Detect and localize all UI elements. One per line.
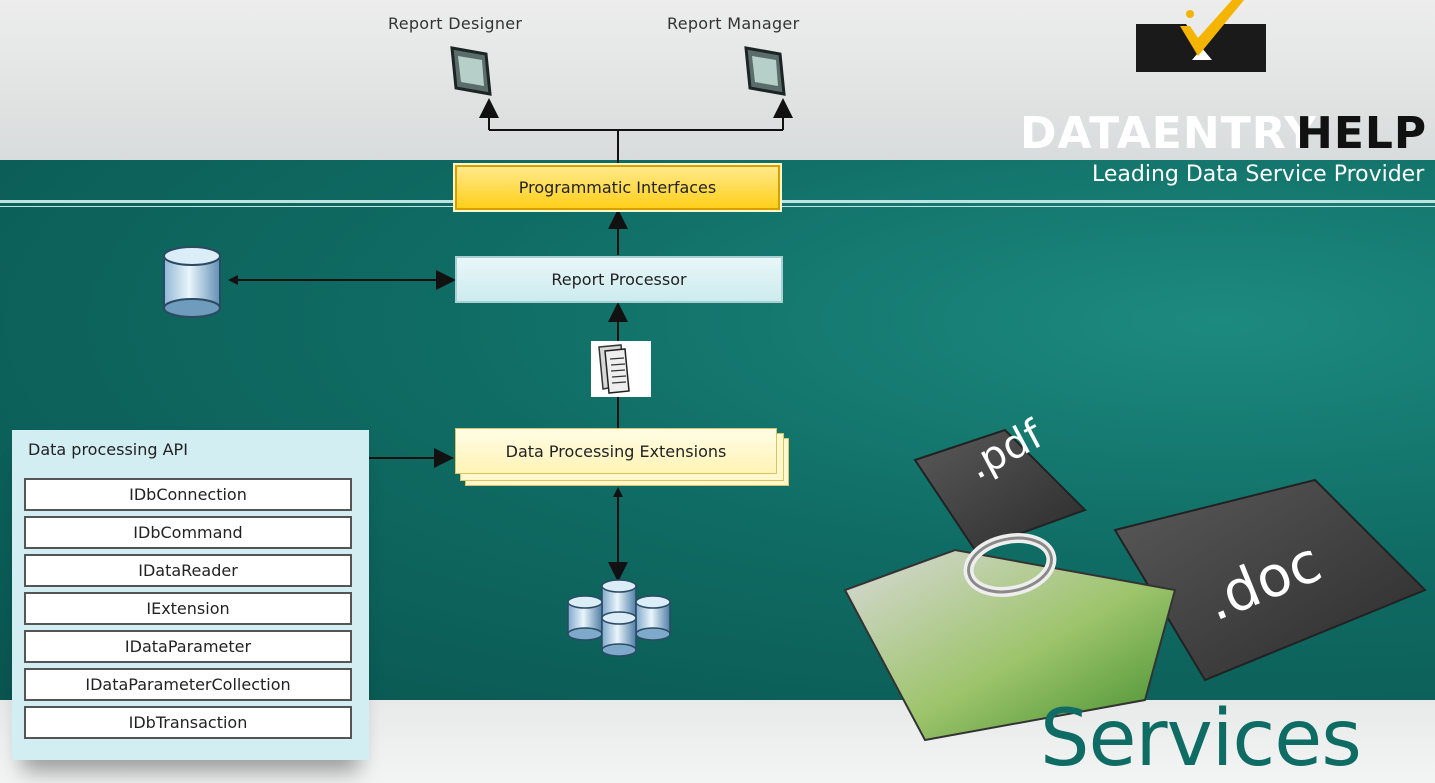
api-panel: Data processing API IDbConnection IDbCom… [12,430,369,760]
database-icon [163,246,221,318]
api-item: IDataParameterCollection [24,668,352,701]
pdf-folder-icon [913,428,1087,552]
logo-mark-icon [1136,0,1266,72]
top-band [0,0,1435,160]
api-item: IDataParameter [24,630,352,663]
api-item: IDbTransaction [24,706,352,739]
doc-folder-icon [1113,478,1427,682]
document-icon-frame [591,341,651,397]
api-item: IExtension [24,592,352,625]
api-item: IDbConnection [24,478,352,511]
report-manager-label: Report Manager [667,14,800,33]
programmatic-interfaces-box: Programmatic Interfaces [455,165,780,210]
api-item: IDbCommand [24,516,352,549]
services-heading: Services [1040,694,1362,783]
document-folders-illustration [843,428,1427,742]
report-processor-box: Report Processor [455,256,783,303]
api-item: IDataReader [24,554,352,587]
documents-icon [598,344,630,394]
report-designer-label: Report Designer [388,14,523,33]
monitor-icon [744,46,786,96]
logo-tagline: Leading Data Service Provider [1092,162,1425,187]
data-processing-extensions-box: Data Processing Extensions [455,428,777,474]
logo-text-part1: DATAENTRY [1020,108,1318,159]
logo-text-part2: HELP [1296,108,1428,159]
database-cluster-icon [567,579,671,657]
monitor-icon [450,46,492,96]
api-panel-title: Data processing API [28,440,188,459]
green-folder-icon [843,533,1177,742]
